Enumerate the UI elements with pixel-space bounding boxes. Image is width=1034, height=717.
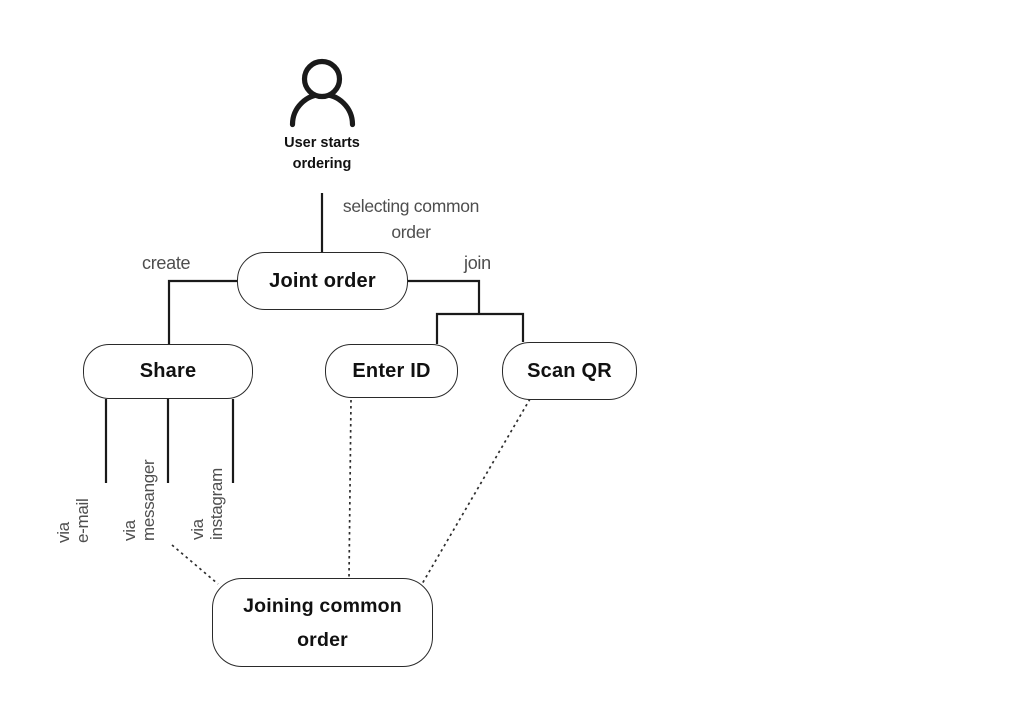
edge-joint-order-to-share xyxy=(167,279,238,344)
edge-join-fork xyxy=(435,312,525,344)
edge-label-join: join xyxy=(464,253,491,273)
person-head-shape xyxy=(301,58,343,100)
edge-enter-id-to-joining-dashed xyxy=(348,399,352,579)
node-scan-qr: Scan QR xyxy=(502,342,637,400)
node-joint-order: Joint order xyxy=(237,252,408,310)
edge-label-selecting-common-order: selecting common order xyxy=(342,196,480,242)
node-share-label: Share xyxy=(139,360,197,382)
actor-label: User starts ordering xyxy=(284,135,360,172)
edge-label-via-messanger: via messanger xyxy=(120,459,158,541)
node-share: Share xyxy=(83,344,253,399)
node-enter-id: Enter ID xyxy=(325,344,458,398)
node-enter-id-label: Enter ID xyxy=(352,359,431,382)
person-icon xyxy=(289,58,356,128)
edge-label-via-email: via e-mail xyxy=(54,498,92,544)
node-scan-qr-label: Scan QR xyxy=(527,359,612,382)
edge-share-to-joining-dashed xyxy=(171,544,219,585)
node-joining-common-order-label: Joining common order xyxy=(243,594,402,651)
edge-label-via-instagram: via instagram xyxy=(188,468,226,540)
edge-scan-qr-to-joining-dashed xyxy=(421,398,531,585)
edge-joint-order-join-stem xyxy=(407,279,481,314)
edge-label-create: create xyxy=(142,253,191,273)
node-joint-order-label: Joint order xyxy=(269,269,376,292)
node-joining-common-order: Joining common order xyxy=(212,578,433,667)
